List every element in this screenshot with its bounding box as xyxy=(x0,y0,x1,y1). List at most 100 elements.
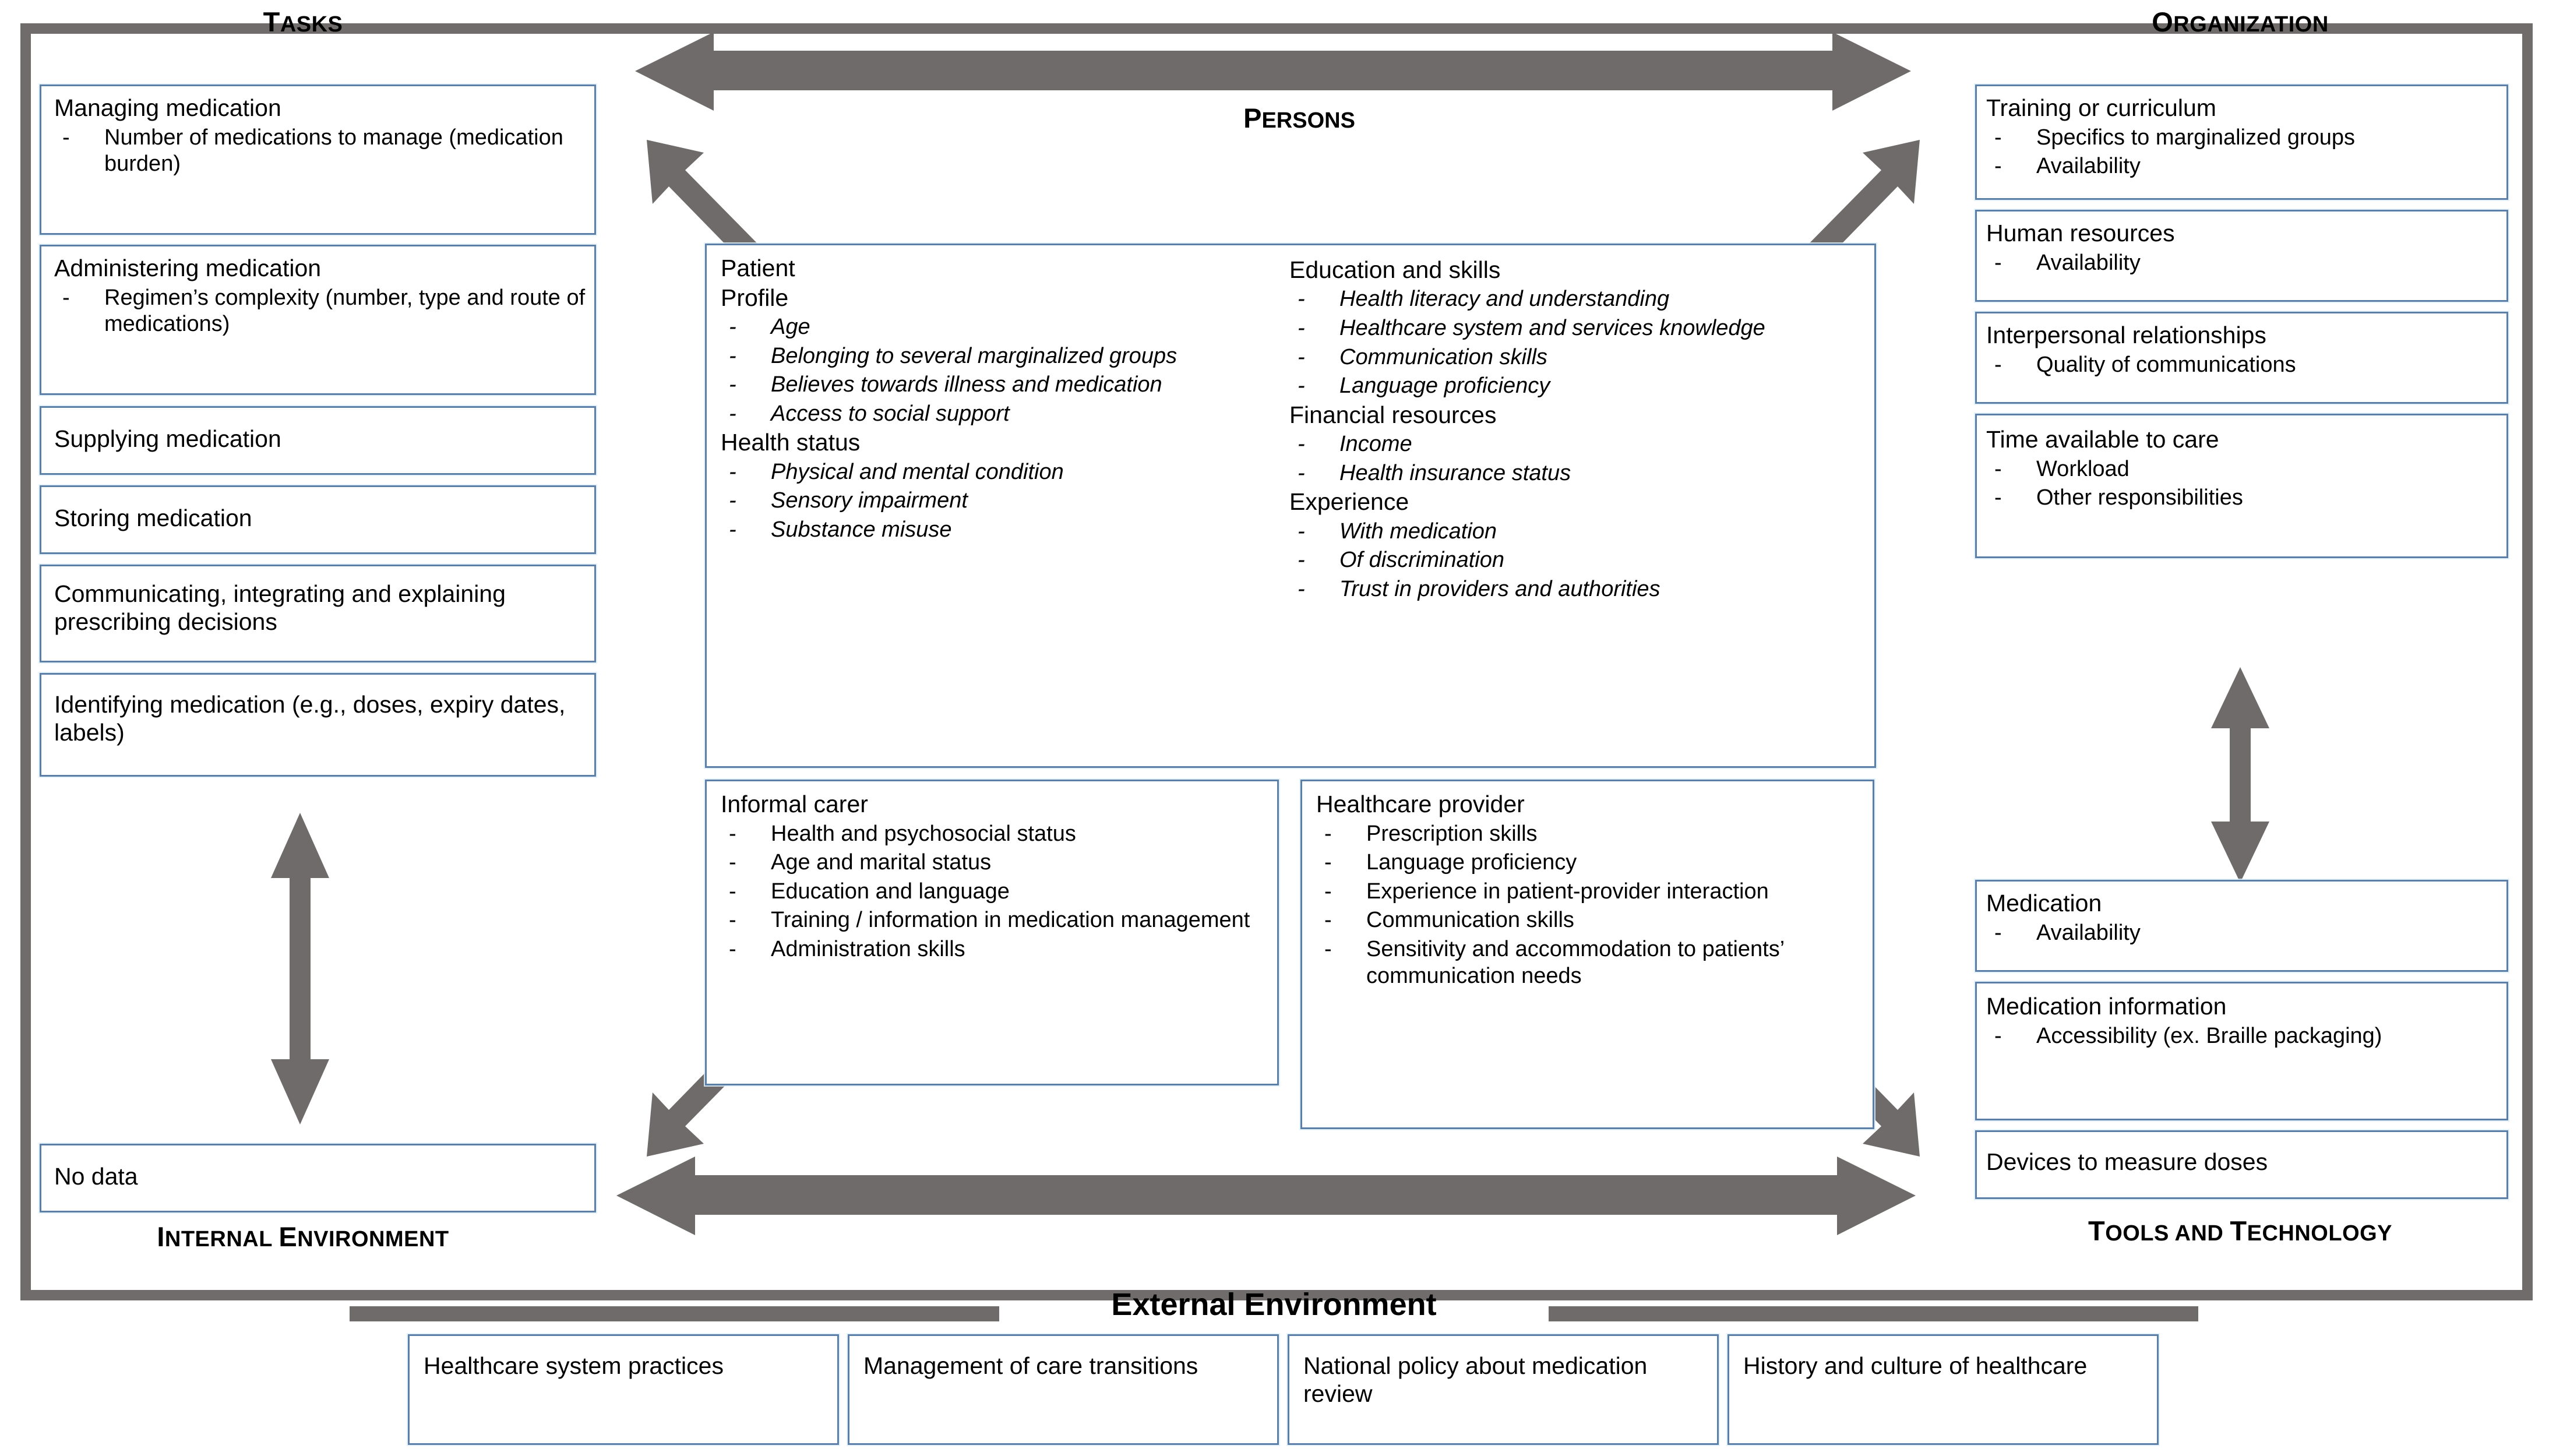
patient-group-heading: Experience xyxy=(1289,488,1409,516)
external-env-card-history-and-culture-of-healthcare[interactable]: History and culture of healthcare xyxy=(1727,1334,2159,1445)
informal-carer-title: Informal carer xyxy=(721,791,868,817)
informal-carer-item: Health and psychosocial status xyxy=(721,821,1269,848)
tools-title: Medication xyxy=(1986,890,2102,916)
organization-card-human-resources[interactable]: Human resources Availability xyxy=(1975,210,2508,302)
org-item: Availability xyxy=(1986,153,2502,180)
patient-group-heading: Education and skills xyxy=(1289,256,1501,283)
cap-rest2: ECHNOLOGY xyxy=(2247,1221,2393,1246)
task-item: Number of medications to manage (medicat… xyxy=(54,125,588,178)
patient-item: Access to social support xyxy=(721,401,1263,428)
org-item: Workload xyxy=(1986,456,2502,483)
task-title: Storing medication xyxy=(54,505,252,531)
tools-card-devices-to-measure-doses[interactable]: Devices to measure doses xyxy=(1975,1130,2508,1199)
org-title: Interpersonal relationships xyxy=(1986,322,2266,348)
external-env-card-healthcare-system-practices[interactable]: Healthcare system practices xyxy=(408,1334,839,1445)
external-env-title: History and culture of healthcare xyxy=(1743,1352,2088,1379)
top-horizontal-double-arrow xyxy=(635,32,1911,111)
tools-items: Availability xyxy=(1986,920,2502,947)
external-env-card-national-policy-about-medication-review[interactable]: National policy about medication review xyxy=(1288,1334,1719,1445)
patient-item: Belonging to several marginalized groups xyxy=(721,343,1263,370)
org-title: Training or curriculum xyxy=(1986,94,2216,121)
org-item: Specifics to marginalized groups xyxy=(1986,125,2502,151)
patient-group-heading: Profile xyxy=(721,284,789,311)
patient-item: Health literacy and understanding xyxy=(1289,286,1860,313)
tools-items: Accessibility (ex. Braille packaging) xyxy=(1986,1023,2502,1050)
patient-item: Income xyxy=(1289,431,1860,458)
cap-lead: O xyxy=(2152,6,2174,37)
patient-item: Sensory impairment xyxy=(721,488,1263,514)
tools-title: Medication information xyxy=(1986,993,2227,1020)
cap-rest: ERSONS xyxy=(1261,108,1355,133)
patient-item: Communication skills xyxy=(1289,344,1860,371)
patient-financial-items: Income Health insurance status xyxy=(1289,431,1860,486)
task-card-storing-medication[interactable]: Storing medication xyxy=(40,485,596,554)
organization-card-interpersonal-relationships[interactable]: Interpersonal relationships Quality of c… xyxy=(1975,312,2508,404)
tools-card-medication[interactable]: Medication Availability xyxy=(1975,880,2508,972)
task-card-supplying-medication[interactable]: Supplying medication xyxy=(40,406,596,475)
org-items: Availability xyxy=(1986,250,2502,277)
org-title: Time available to care xyxy=(1986,426,2219,453)
informal-carer-item: Age and marital status xyxy=(721,849,1269,876)
informal-carer-item: Education and language xyxy=(721,879,1269,905)
task-title: Identifying medication (e.g., doses, exp… xyxy=(54,691,566,746)
diagonal-arrow-upper-right xyxy=(1809,140,1920,259)
external-env-title: National policy about medication review xyxy=(1303,1352,1648,1407)
org-title: Human resources xyxy=(1986,220,2175,246)
tasks-caption-lead: T xyxy=(263,6,280,37)
tools-item: Availability xyxy=(1986,920,2502,947)
informal-carer-item: Administration skills xyxy=(721,936,1269,963)
persons-card-informal-carer[interactable]: Informal carer Health and psychosocial s… xyxy=(705,780,1279,1085)
task-card-communicating-integrating[interactable]: Communicating, integrating and explainin… xyxy=(40,565,596,662)
task-card-administering-medication[interactable]: Administering medication Regimen’s compl… xyxy=(40,245,596,395)
persons-card-healthcare-provider[interactable]: Healthcare provider Prescription skills … xyxy=(1300,780,1874,1129)
patient-item: Healthcare system and services knowledge xyxy=(1289,315,1860,342)
external-env-card-management-of-care-transitions[interactable]: Management of care transitions xyxy=(848,1334,1279,1445)
external-env-title: Healthcare system practices xyxy=(424,1352,724,1379)
tasks-caption-rest: ASKS xyxy=(280,12,343,37)
diagonal-arrow-upper-left xyxy=(647,140,757,259)
org-item: Other responsibilities xyxy=(1986,485,2502,512)
tasks-caption: TASKS xyxy=(35,6,571,38)
informal-carer-items: Health and psychosocial status Age and m… xyxy=(721,821,1269,963)
patient-item: Substance misuse xyxy=(721,517,1263,544)
patient-education-items: Health literacy and understanding Health… xyxy=(1289,286,1860,399)
task-items: Number of medications to manage (medicat… xyxy=(54,125,588,178)
patient-item: Of discrimination xyxy=(1289,547,1860,574)
external-environment-caption: External Environment xyxy=(1111,1287,1437,1322)
task-item: Regimen’s complexity (number, type and r… xyxy=(54,285,588,338)
org-items: Quality of communications xyxy=(1986,352,2502,379)
org-item: Quality of communications xyxy=(1986,352,2502,379)
patient-experience-items: With medication Of discrimination Trust … xyxy=(1289,519,1860,603)
task-card-no-data[interactable]: No data xyxy=(40,1144,596,1212)
task-title: No data xyxy=(54,1163,138,1190)
cap-lead2: E xyxy=(278,1221,298,1252)
patient-group-heading: Health status xyxy=(721,429,861,456)
org-items: Workload Other responsibilities xyxy=(1986,456,2502,512)
task-card-identifying-medication[interactable]: Identifying medication (e.g., doses, exp… xyxy=(40,673,596,777)
tools-title: Devices to measure doses xyxy=(1986,1148,2268,1175)
patient-item: With medication xyxy=(1289,519,1860,545)
patient-group-heading: Financial resources xyxy=(1289,401,1497,428)
patient-profile-items: Age Belonging to several marginalized gr… xyxy=(721,314,1263,427)
cap-lead: I xyxy=(157,1221,165,1252)
patient-title: Patient xyxy=(721,255,795,281)
healthcare-provider-item: Language proficiency xyxy=(1316,849,1864,876)
patient-health-status-items: Physical and mental condition Sensory im… xyxy=(721,459,1263,544)
organization-card-training-or-curriculum[interactable]: Training or curriculum Specifics to marg… xyxy=(1975,84,2508,200)
healthcare-provider-item: Sensitivity and accommodation to patient… xyxy=(1316,936,1864,989)
healthcare-provider-item: Communication skills xyxy=(1316,907,1864,934)
patient-item: Age xyxy=(721,314,1263,341)
healthcare-provider-title: Healthcare provider xyxy=(1316,791,1525,817)
org-item: Availability xyxy=(1986,250,2502,277)
cap-lead2: T xyxy=(2230,1215,2247,1246)
external-environment-rule-right xyxy=(1549,1306,2198,1321)
task-title: Administering medication xyxy=(54,255,322,281)
cap-rest2: NVIRONMENT xyxy=(297,1227,449,1251)
task-card-managing-medication[interactable]: Managing medication Number of medication… xyxy=(40,84,596,235)
org-items: Specifics to marginalized groups Availab… xyxy=(1986,125,2502,180)
organization-card-time-available-to-care[interactable]: Time available to care Workload Other re… xyxy=(1975,414,2508,558)
cap-rest: NTERNAL xyxy=(164,1227,279,1251)
persons-card-patient[interactable]: Patient Profile Age Belonging to several… xyxy=(705,244,1876,768)
tools-card-medication-information[interactable]: Medication information Accessibility (ex… xyxy=(1975,982,2508,1120)
